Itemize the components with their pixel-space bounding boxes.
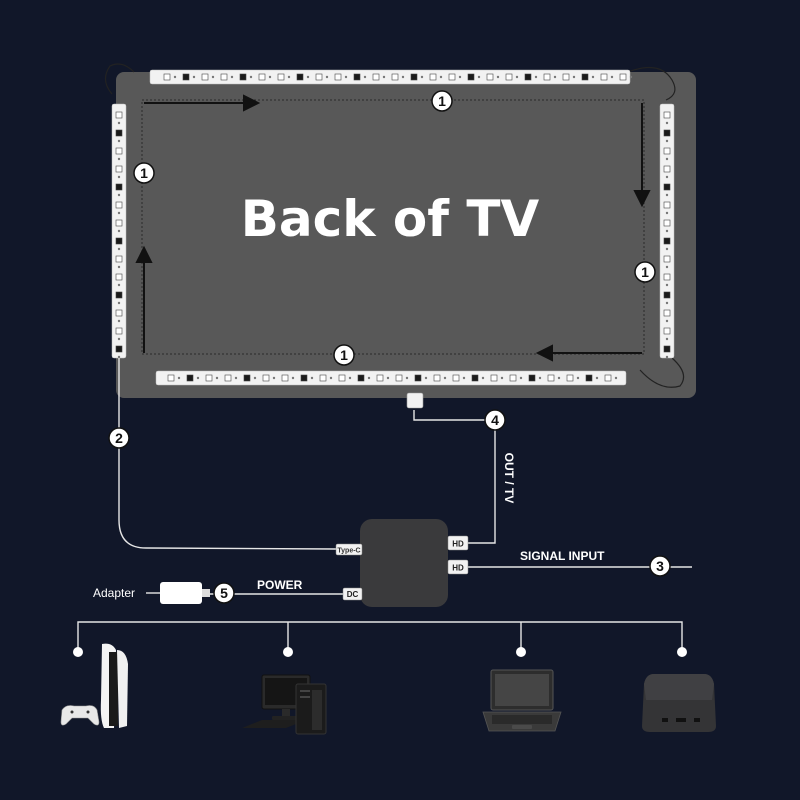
callout-badge-strip-bottom: 1	[333, 344, 355, 366]
callout-badge-strip-left: 1	[133, 162, 155, 184]
callout-badge-signal-input: 3	[649, 555, 671, 577]
device-dots	[73, 647, 687, 657]
laptop-icon	[482, 669, 562, 732]
power-adapter	[160, 582, 202, 604]
port-type-c-label: Type-C	[337, 548, 360, 555]
led-strip-right	[659, 103, 675, 359]
sync-box	[360, 519, 448, 607]
callout-number: 1	[340, 347, 348, 363]
flow-arrows	[135, 94, 651, 362]
dotted-frame	[141, 99, 645, 355]
callout-number: 2	[115, 430, 123, 446]
tv-hdmi-plug	[406, 392, 424, 409]
source-bus	[77, 621, 683, 652]
adapter-label: Adapter	[93, 586, 135, 600]
callout-badge-usb-cable: 2	[108, 427, 130, 449]
usb-cable	[118, 358, 337, 550]
port-dc-label: DC	[347, 590, 359, 599]
port-hd-out-label: HD	[452, 540, 464, 549]
callout-number: 3	[656, 558, 664, 574]
led-strip-bottom	[155, 370, 627, 386]
port-hd-in: HD	[447, 559, 469, 575]
desktop-computer-icon	[242, 674, 327, 735]
power-label: POWER	[257, 578, 303, 592]
adapter-plug	[202, 589, 210, 597]
callout-badge-strip-top: 1	[431, 90, 453, 112]
tv-title: Back of TV	[241, 190, 540, 248]
led-strip-left	[111, 103, 127, 359]
callout-number: 5	[220, 585, 228, 601]
strip-corner-wires	[104, 63, 685, 388]
callout-number: 1	[140, 165, 148, 181]
ps5-console-icon	[60, 643, 128, 728]
callout-badge-strip-right: 1	[634, 261, 656, 283]
cables	[77, 358, 692, 652]
port-hd-in-label: HD	[452, 564, 464, 573]
callout-number: 4	[491, 412, 499, 428]
callout-badge-hdmi-out: 4	[484, 409, 506, 431]
port-type-c: Type-C	[335, 543, 363, 556]
callout-number: 1	[641, 264, 649, 280]
callout-badge-power: 5	[213, 582, 235, 604]
port-dc: DC	[342, 587, 363, 601]
port-hd-out: HD	[447, 535, 469, 551]
signal-input-label: SIGNAL INPUT	[520, 549, 605, 563]
streaming-box-icon	[642, 674, 716, 732]
led-strip-top	[149, 69, 633, 85]
out-tv-label: OUT / TV	[502, 453, 516, 504]
tv-back-panel	[116, 72, 696, 398]
callout-number: 1	[438, 93, 446, 109]
